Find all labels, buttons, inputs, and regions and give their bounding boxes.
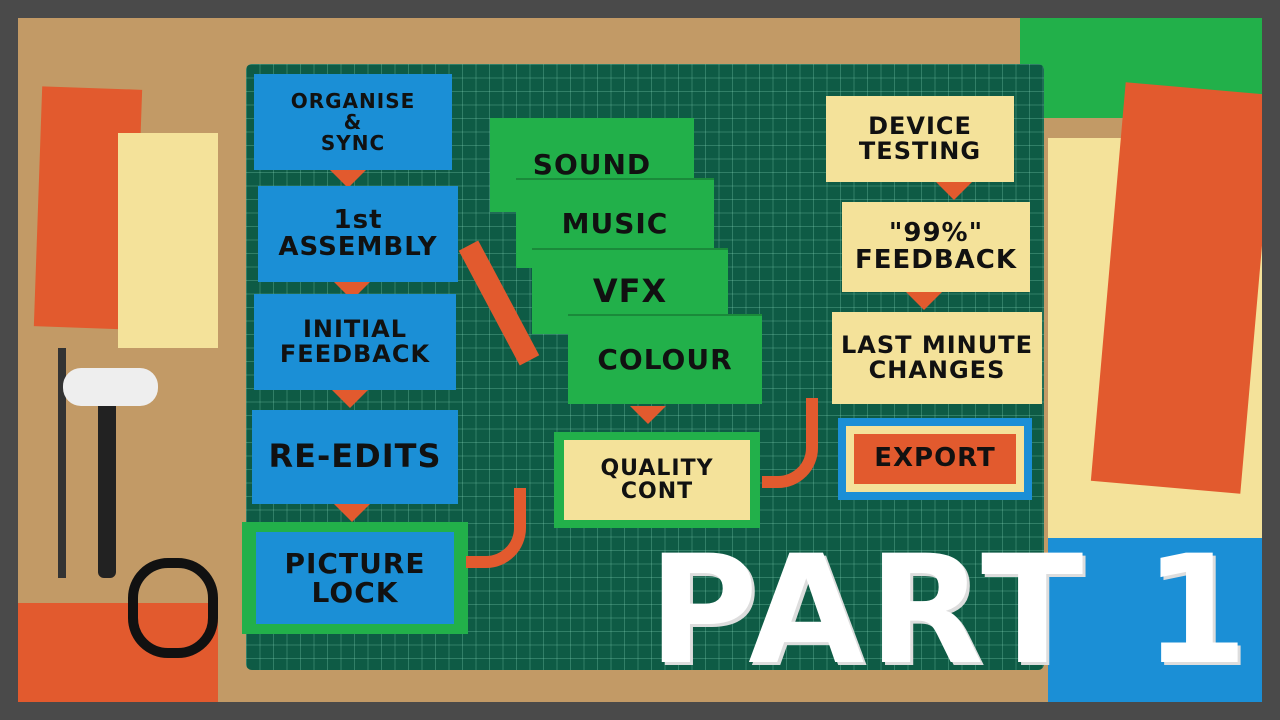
arrow-down bbox=[936, 182, 972, 200]
note-text: RE-EDITS bbox=[268, 437, 442, 476]
overlay-title: PART 1 bbox=[648, 524, 1252, 698]
note-text: TESTING bbox=[858, 137, 982, 165]
note-text: CONT bbox=[620, 479, 694, 504]
arrow-down bbox=[906, 292, 942, 310]
note-re-edits: RE-EDITS bbox=[252, 410, 458, 504]
note-colour: COLOUR bbox=[568, 314, 762, 404]
note-1st-assembly: 1st ASSEMBLY bbox=[258, 186, 458, 282]
note-text: "99%" bbox=[888, 217, 984, 248]
note-text: DEVICE bbox=[868, 111, 972, 140]
paper-sheet-yellow bbox=[118, 133, 218, 348]
note-text: PICTURE bbox=[284, 546, 426, 580]
note-text: SYNC bbox=[320, 130, 386, 155]
note-text: LOCK bbox=[311, 576, 399, 609]
note-text: CHANGES bbox=[868, 356, 1006, 384]
arrow-down bbox=[330, 170, 366, 188]
note-text: MUSIC bbox=[561, 207, 669, 241]
note-export: EXPORT bbox=[854, 434, 1016, 484]
arrow-down bbox=[334, 504, 370, 522]
paper-sheet-blue bbox=[1048, 538, 1262, 702]
note-text: COLOUR bbox=[597, 343, 733, 377]
arrow-down bbox=[630, 406, 666, 424]
note-text: 1st ASSEMBLY bbox=[278, 204, 438, 262]
note-text: QUALITY bbox=[600, 455, 714, 481]
scissors bbox=[128, 558, 218, 658]
note-text: & bbox=[343, 109, 363, 134]
note-text: ORGANISE bbox=[290, 88, 416, 113]
note-text: INITIAL bbox=[302, 314, 408, 343]
marker-pen bbox=[98, 388, 116, 578]
glue-stick bbox=[63, 368, 158, 406]
note-text: FEEDBACK bbox=[854, 245, 1018, 275]
note-text: EXPORT bbox=[874, 443, 996, 474]
arrow-down bbox=[332, 390, 368, 408]
note-text: VFX bbox=[592, 272, 668, 311]
note-text: FEEDBACK bbox=[279, 340, 431, 368]
pencil bbox=[58, 348, 66, 578]
note-99-feedback: "99%"FEEDBACK bbox=[842, 202, 1030, 292]
note-organise-sync: ORGANISE&SYNC bbox=[254, 74, 452, 170]
note-text: SOUND bbox=[532, 148, 652, 182]
note-text: LAST MINUTE bbox=[840, 330, 1034, 359]
